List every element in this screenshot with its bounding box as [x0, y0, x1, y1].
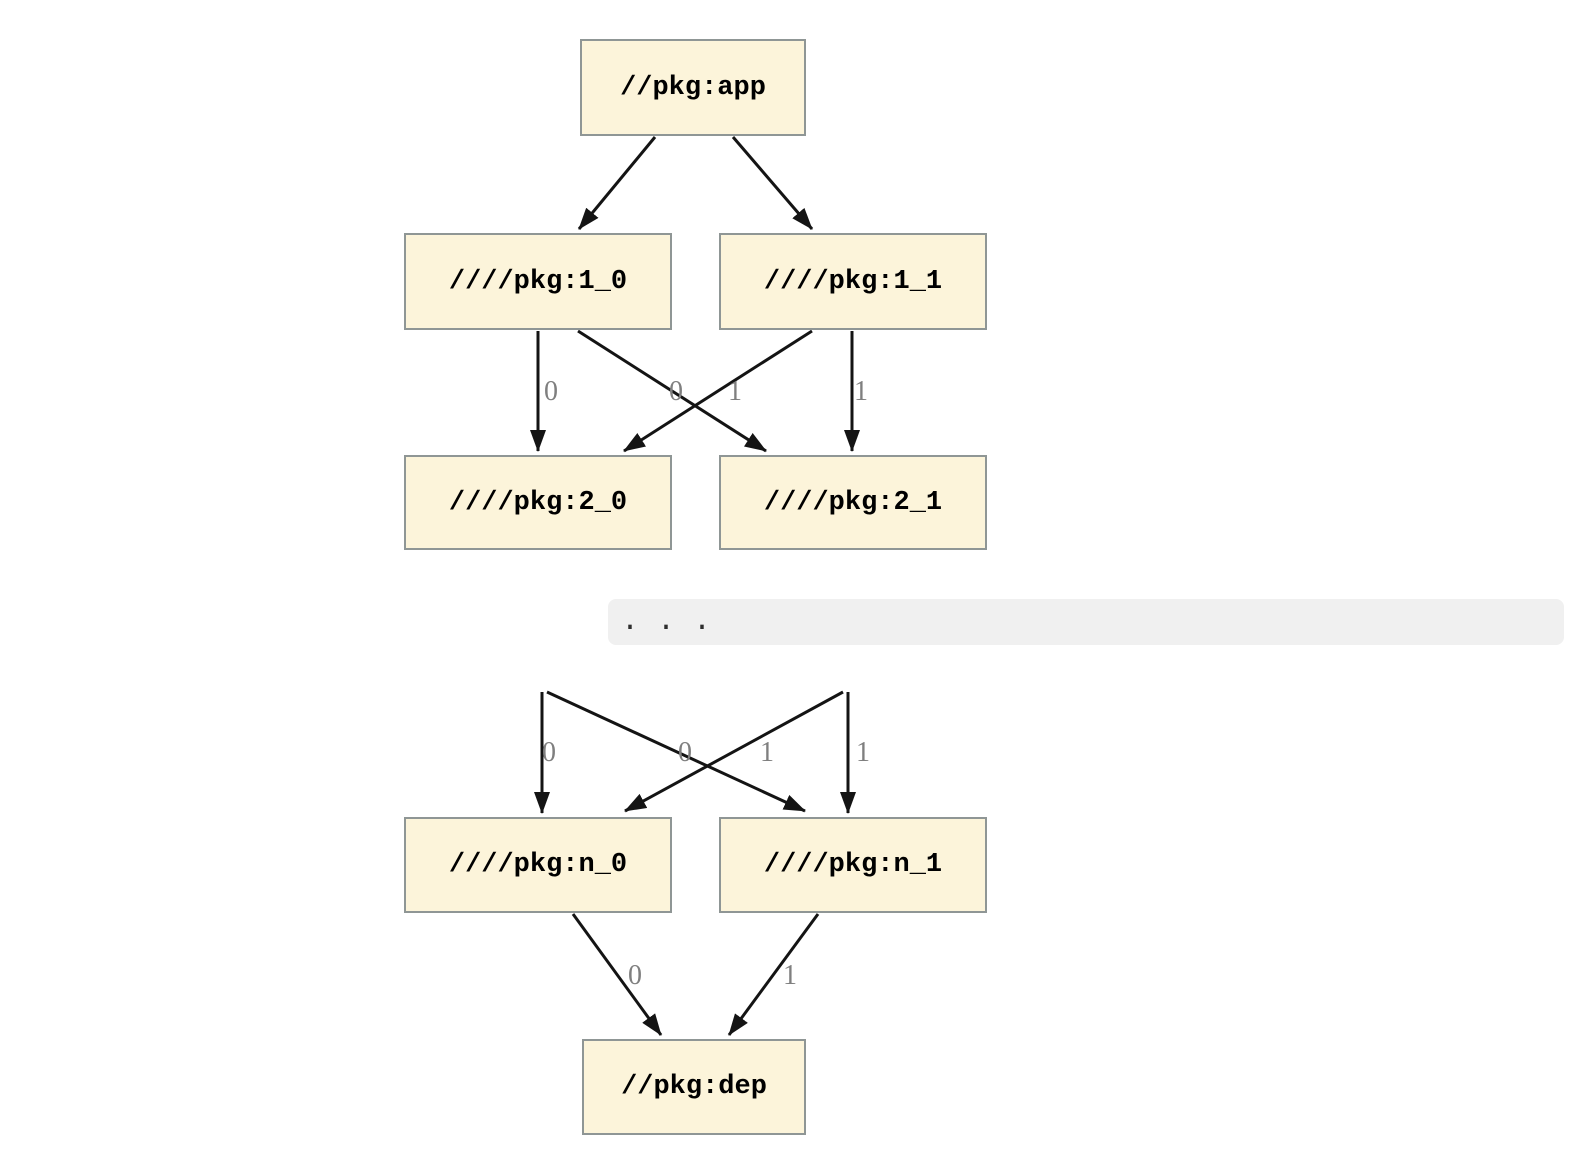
- edge-label-1_1-2_1: 1: [854, 376, 868, 407]
- edge-label-to-n_0: 0: [542, 737, 556, 768]
- arrow-n_1-to-dep: [727, 913, 820, 1036]
- arrow-ellipsis-to-n_0-cross: [624, 690, 844, 813]
- node-pkg-dep-label: //pkg:dep: [621, 1072, 767, 1102]
- edge-label-to-n_1: 1: [856, 737, 870, 768]
- arrow-app-to-1_0: [577, 136, 657, 230]
- edge-label-1_1-2_0: 0: [669, 376, 683, 407]
- node-pkg-n_0: ////pkg:n_0: [404, 817, 672, 913]
- node-pkg-n_1: ////pkg:n_1: [719, 817, 987, 913]
- ellipsis-code-block: . . .: [608, 599, 1564, 645]
- edge-label-to-n_0-cross: 0: [678, 737, 692, 768]
- edge-label-n_1-dep: 1: [783, 960, 797, 991]
- arrow-app-to-1_1: [731, 136, 814, 230]
- node-pkg-app: //pkg:app: [580, 39, 806, 136]
- node-pkg-1_0: ////pkg:1_0: [404, 233, 672, 330]
- node-pkg-n_1-label: ////pkg:n_1: [763, 850, 943, 880]
- node-pkg-dep: //pkg:dep: [582, 1039, 806, 1135]
- node-pkg-2_1-label: ////pkg:2_1: [763, 487, 943, 518]
- node-pkg-n_0-label: ////pkg:n_0: [448, 850, 628, 880]
- edge-label-1_0-2_0: 0: [544, 376, 558, 407]
- arrow-1_1-to-2_0: [623, 329, 813, 453]
- edge-label-to-n_1-cross: 1: [760, 737, 774, 768]
- node-pkg-2_0: ////pkg:2_0: [404, 455, 672, 550]
- edge-label-n_0-dep: 0: [628, 960, 642, 991]
- node-pkg-2_0-label: ////pkg:2_0: [448, 487, 628, 518]
- node-pkg-app-label: //pkg:app: [620, 72, 766, 103]
- node-pkg-1_1: ////pkg:1_1: [719, 233, 987, 330]
- node-pkg-1_0-label: ////pkg:1_0: [448, 266, 628, 297]
- node-pkg-1_1-label: ////pkg:1_1: [763, 266, 943, 297]
- node-pkg-2_1: ////pkg:2_1: [719, 455, 987, 550]
- edge-label-1_0-2_1: 1: [728, 376, 742, 407]
- arrow-n_0-to-dep: [571, 913, 663, 1036]
